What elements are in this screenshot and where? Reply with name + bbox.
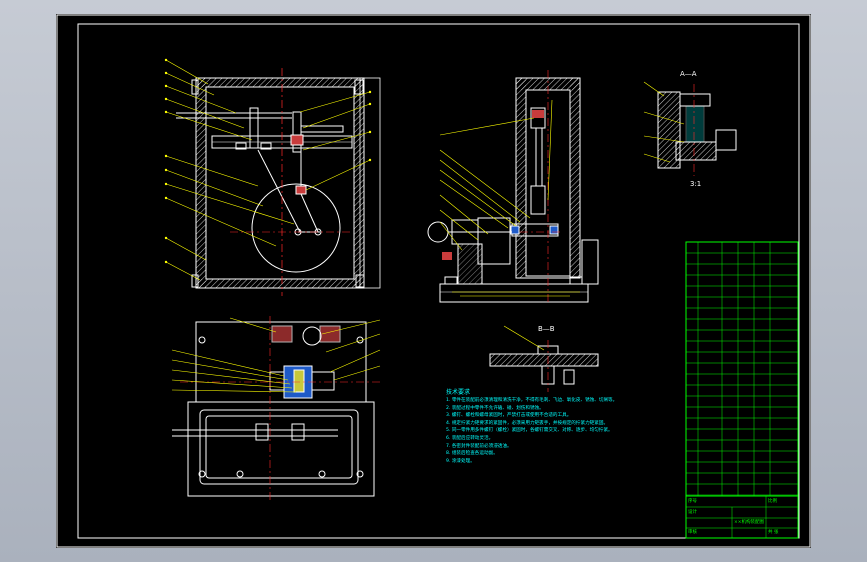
tech-line: 5. 同一零件用多件螺钉（螺栓）紧固时，各螺钉需交叉、对称、逐步、均匀拧紧。 xyxy=(446,428,613,434)
tech-requirements: 技术要求 1. 零件在装配前必须清理和清洗干净，不得有毛刺、飞边、氧化皮、锈蚀、… xyxy=(446,388,636,465)
tech-line: 4. 规定拧紧力矩要求的紧固件，必须采用力矩扳手，并按规定的拧紧力矩紧固。 xyxy=(446,420,609,426)
top-view xyxy=(171,316,381,500)
tech-line: 1. 零件在装配前必须清理和清洗干净，不得有毛刺、飞边、氧化皮、锈蚀、切屑等。 xyxy=(446,398,618,403)
title-block-name: ××机构装配图 xyxy=(734,520,765,525)
section-aa xyxy=(643,81,737,176)
tech-line: 9. 涂漆处理。 xyxy=(446,458,475,464)
section-aa-label: A—A xyxy=(680,70,697,78)
front-hatch-right xyxy=(354,78,364,288)
section-bb-label: B—B xyxy=(538,325,555,333)
bom-table xyxy=(685,241,799,497)
inner-frame xyxy=(77,23,800,539)
drawing-sheet xyxy=(56,14,811,548)
section-aa-scale: 3:1 xyxy=(690,180,702,188)
front-frame-outer xyxy=(195,77,365,289)
title-block-sheet: 共 张 xyxy=(768,530,779,535)
title-block-designer: 设计 xyxy=(688,510,697,515)
title-block-scale: 比例 xyxy=(768,499,777,504)
tech-line: 3. 螺钉、螺栓和螺母紧固时，严禁打击或使用不合适的工具。 xyxy=(446,413,572,419)
front-frame-inner xyxy=(205,86,355,280)
tech-requirements-title: 技术要求 xyxy=(446,389,471,396)
section-bb xyxy=(489,325,599,392)
title-block-check: 审核 xyxy=(688,530,697,535)
outer-frame xyxy=(56,14,811,548)
tech-line: 2. 装配过程中零件不允许磕、碰、划伤和锈蚀。 xyxy=(446,405,544,411)
tech-line: 8. 组装后检查各运动副。 xyxy=(446,451,498,457)
tech-line: 6. 装配后应转动灵活。 xyxy=(446,435,494,441)
crank-disk xyxy=(251,183,341,273)
front-hatch-bottom xyxy=(196,279,364,288)
title-block-part-label: 序号 xyxy=(688,499,697,504)
side-view xyxy=(427,70,599,304)
front-view xyxy=(164,58,381,296)
tech-line: 7. 各密封件装配前必须浸透油。 xyxy=(446,443,512,449)
front-hatch-top xyxy=(196,78,364,87)
title-block xyxy=(685,495,799,539)
